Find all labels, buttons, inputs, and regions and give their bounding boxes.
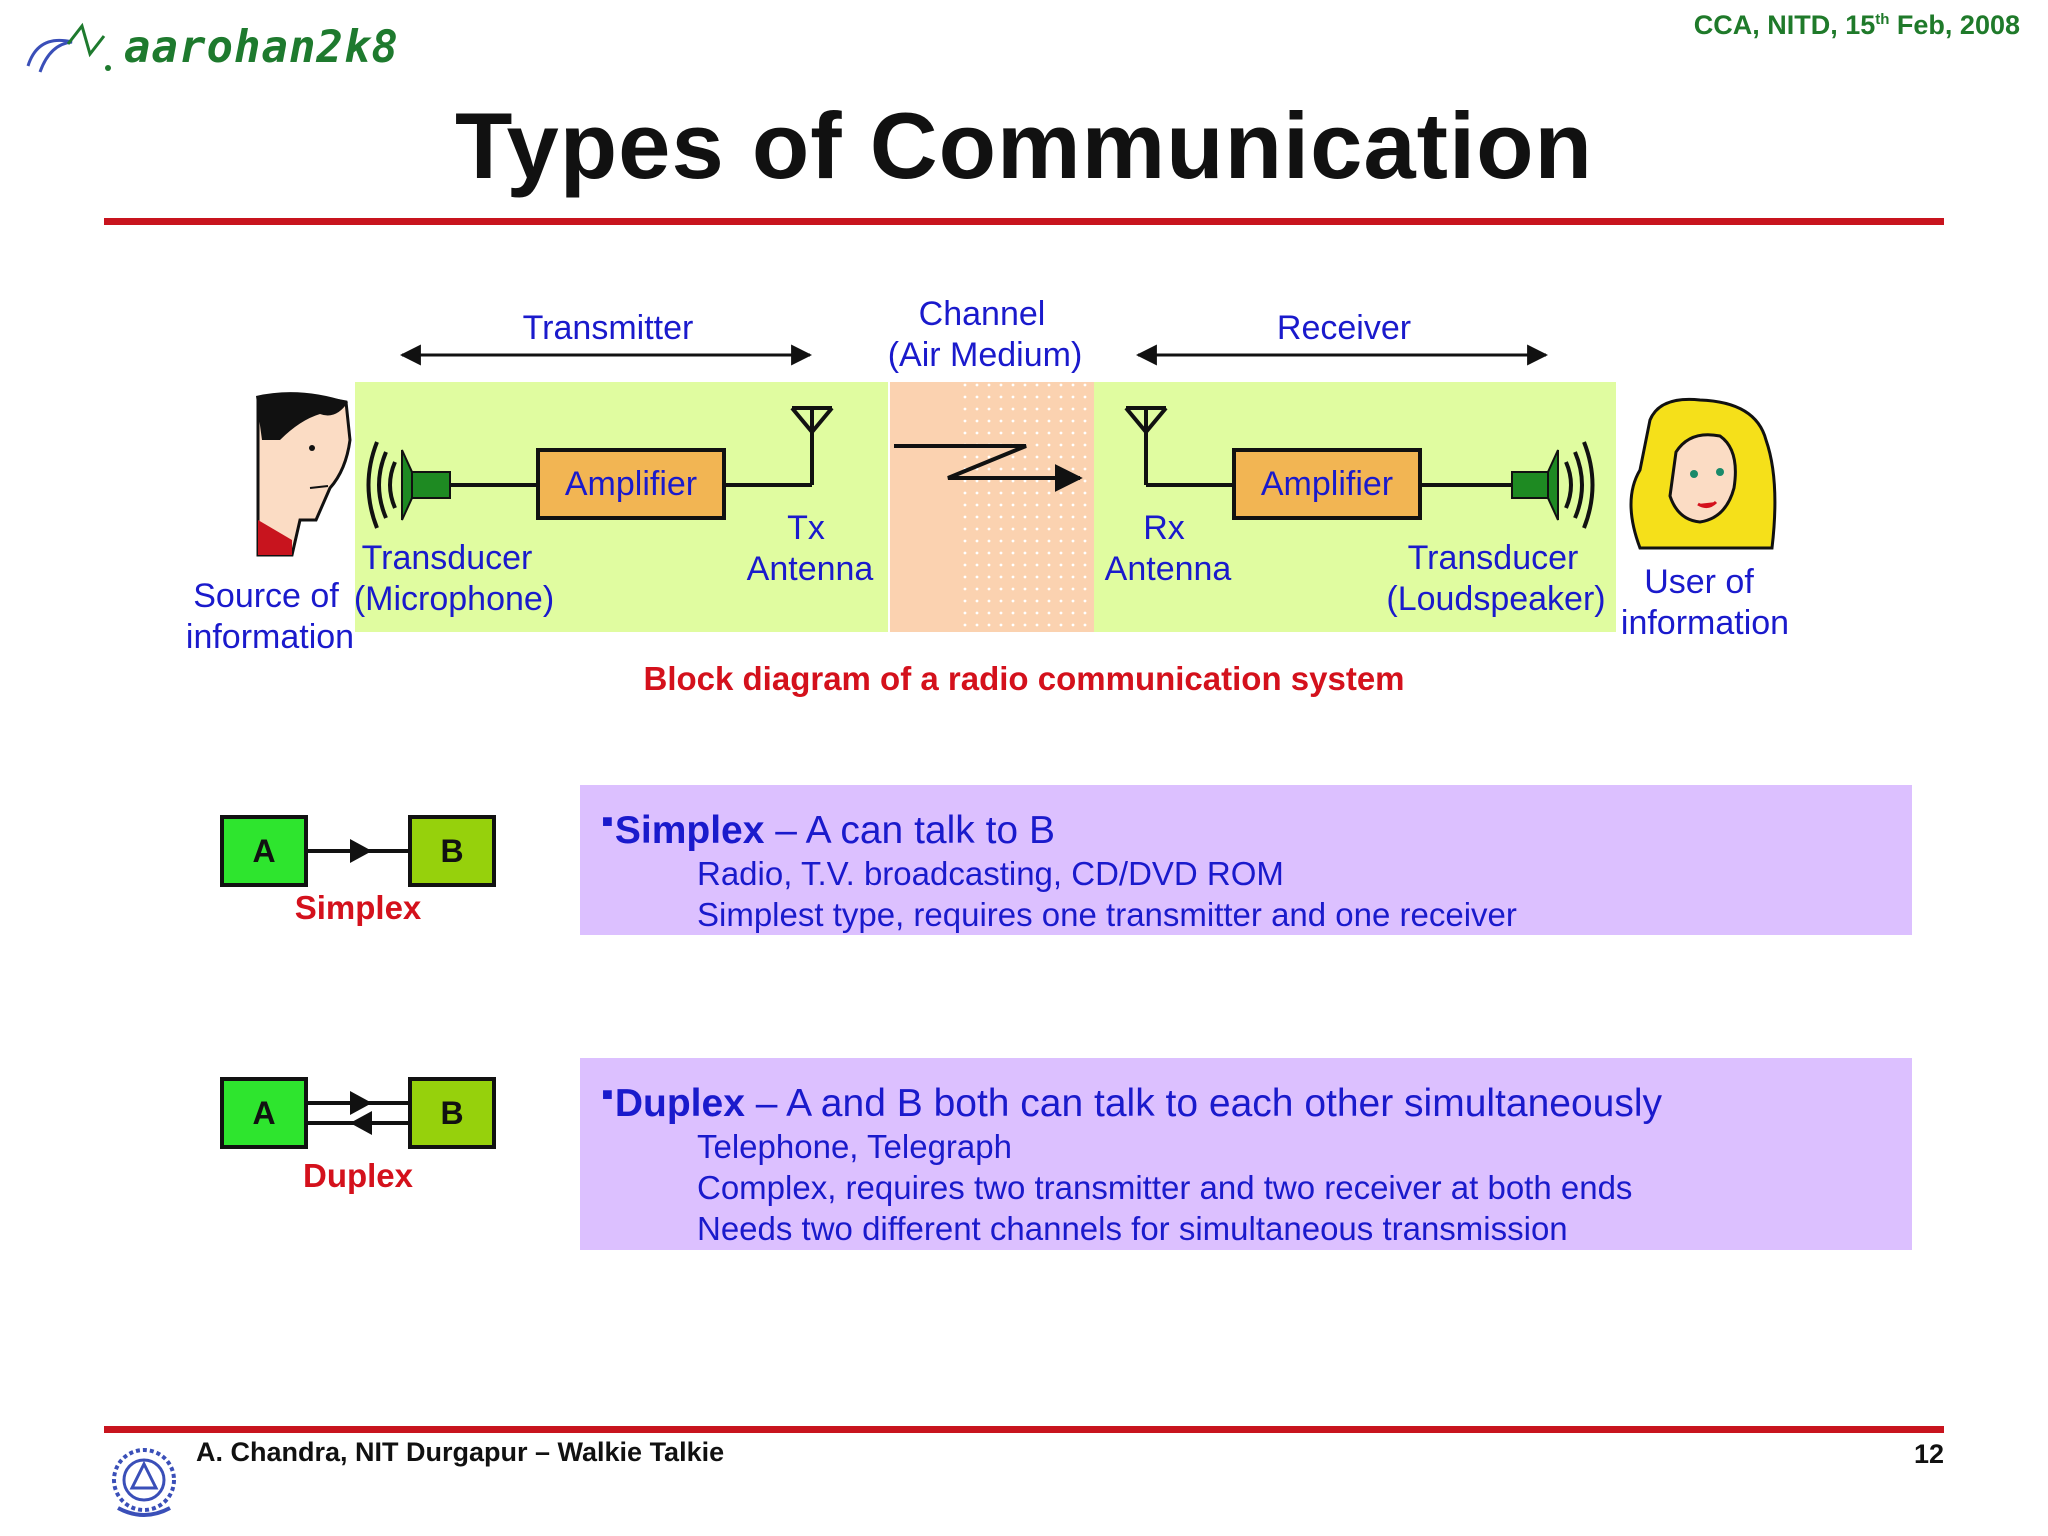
duplex-title-rest: – A and B both can talk to each other si… — [744, 1082, 1662, 1125]
simplex-box-a: A — [220, 815, 308, 887]
duplex-heading: ■Duplex – A and B both can talk to each … — [602, 1072, 1912, 1126]
footer-text: A. Chandra, NIT Durgapur – Walkie Talkie — [196, 1437, 725, 1467]
duplex-title: Duplex — [614, 1082, 745, 1125]
source-person-icon — [256, 392, 352, 557]
duplex-arrows-icon — [306, 1091, 410, 1135]
simplex-info-box: ■Simplex – A can talk to B Radio, T.V. b… — [580, 785, 1912, 935]
duplex-line-2: Complex, requires two transmitter and tw… — [697, 1169, 1633, 1206]
simplex-title: Simplex — [614, 809, 765, 852]
user-person-icon — [1629, 397, 1777, 550]
tx-amplifier: Amplifier — [536, 448, 726, 520]
channel-label-1: Channel — [918, 295, 1046, 333]
duplex-line-3: Needs two different channels for simulta… — [697, 1210, 1568, 1247]
simplex-box-b: B — [408, 815, 496, 887]
user-label-1: User of — [1644, 563, 1754, 601]
microphone-icon — [366, 441, 451, 529]
duplex-line-1: Telephone, Telegraph — [697, 1128, 1012, 1165]
transmitter-label: Transmitter — [522, 309, 694, 347]
header-date: CCA, NITD, 15th Feb, 2008 — [1694, 10, 2020, 41]
microphone-label-1: Transducer — [361, 539, 533, 577]
channel-panel — [890, 382, 1094, 632]
microphone-label-2: (Microphone) — [353, 580, 555, 618]
rx-antenna-label-1: Rx — [1143, 509, 1185, 547]
loudspeaker-label-2: (Loudspeaker) — [1386, 580, 1606, 618]
rx-amplifier: Amplifier — [1232, 448, 1422, 520]
simplex-label: Simplex — [294, 889, 422, 926]
simplex-arrow-icon — [306, 839, 410, 863]
logo: aarohan2k8 — [20, 14, 400, 84]
title-rule — [104, 218, 1944, 225]
diagram-graphics — [256, 344, 1777, 557]
diagram-caption: Block diagram of a radio communication s… — [643, 660, 1405, 697]
receiver-label: Receiver — [1276, 309, 1412, 347]
duplex-label: Duplex — [302, 1157, 414, 1194]
tx-antenna-label-1: Tx — [787, 509, 825, 547]
simplex-title-rest: – A can talk to B — [764, 809, 1055, 852]
duplex-box-a: A — [220, 1077, 308, 1149]
logo-text: aarohan2k8 — [124, 22, 399, 73]
tx-antenna-label-2: Antenna — [746, 550, 874, 588]
channel-label-2: (Air Medium) — [887, 336, 1083, 374]
loudspeaker-label-1: Transducer — [1407, 539, 1579, 577]
simplex-line-1: Radio, T.V. broadcasting, CD/DVD ROM — [697, 855, 1284, 892]
channel-signal-arrow — [894, 444, 1083, 492]
simplex-line-2: Simplest type, requires one transmitter … — [697, 896, 1517, 933]
duplex-box-b: B — [408, 1077, 496, 1149]
header-meta-rest: Feb, 2008 — [1889, 10, 2020, 40]
bullet-icon: ■ — [602, 1084, 613, 1104]
tx-antenna-icon — [790, 406, 834, 436]
loudspeaker-icon — [1511, 441, 1595, 529]
bird-logo-icon — [26, 22, 111, 73]
channel-dots — [960, 382, 1094, 632]
source-label-1: Source of — [193, 577, 339, 615]
duplex-diagram: A B Duplex — [218, 1077, 518, 1207]
header-meta-sup: th — [1875, 11, 1890, 28]
simplex-heading: ■Simplex – A can talk to B — [602, 799, 1912, 853]
footer-rule — [104, 1426, 1944, 1433]
user-label-2: information — [1620, 604, 1790, 642]
rx-antenna-label-2: Antenna — [1104, 550, 1232, 588]
header-meta-main: CCA, NITD, 15 — [1693, 10, 1876, 40]
page-number: 12 — [1913, 1439, 1944, 1469]
duplex-info-box: ■Duplex – A and B both can talk to each … — [580, 1058, 1912, 1250]
bullet-icon: ■ — [602, 811, 613, 831]
simplex-diagram: A B Simplex — [218, 815, 518, 935]
institute-seal-icon — [112, 1448, 176, 1517]
page-title: Types of Communication — [455, 93, 1593, 198]
source-label-2: information — [185, 618, 355, 656]
